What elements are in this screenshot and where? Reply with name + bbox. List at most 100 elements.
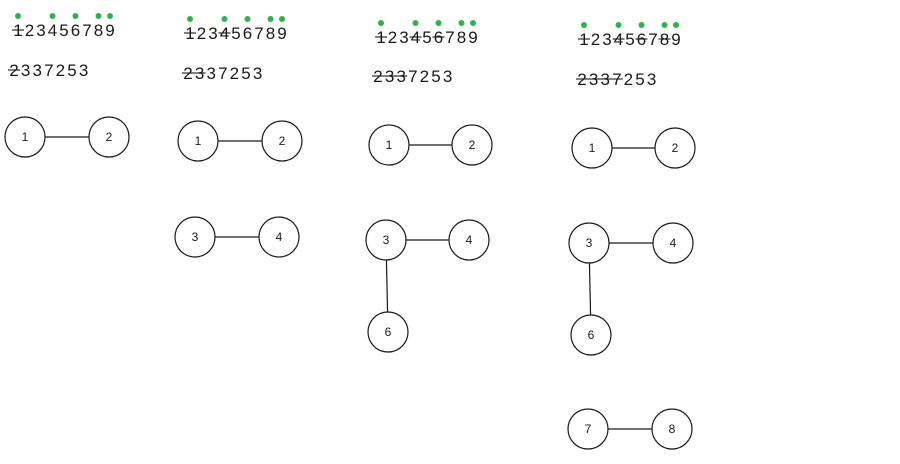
node-label: 6	[385, 325, 392, 339]
tree-node: 1	[177, 120, 219, 162]
sequence-digit: 8	[266, 24, 275, 43]
node-circle	[365, 219, 407, 261]
marked-dot	[49, 13, 56, 19]
tree-node: 2	[261, 120, 303, 162]
sequence-digit: 6	[71, 21, 80, 40]
node-circle	[651, 408, 693, 450]
marked-dot	[221, 16, 228, 22]
node-label: 3	[192, 230, 199, 244]
tree-node: 2	[88, 116, 130, 158]
sequence-digit: 3	[602, 30, 611, 49]
tree-node: 1	[571, 127, 613, 169]
sequence-digit: 5	[422, 28, 431, 47]
tree-node: 3	[365, 219, 407, 261]
node-label: 4	[670, 236, 677, 250]
tree-node: 8	[651, 408, 693, 450]
code-digit: 3	[32, 61, 41, 80]
code-digit: 5	[635, 70, 644, 89]
tree-node: 1	[4, 116, 46, 158]
marked-dot	[279, 16, 285, 22]
node-circle	[88, 116, 130, 158]
sequence-digit: 5	[625, 30, 634, 49]
node-label: 1	[589, 141, 596, 155]
code-digit: 3	[443, 67, 452, 86]
node-label: 2	[279, 134, 286, 148]
tree-node: 2	[654, 127, 696, 169]
node-label: 1	[386, 138, 393, 152]
node-circle	[652, 222, 694, 264]
sequence-digit: 2	[25, 21, 34, 40]
marked-dot	[470, 20, 476, 26]
code-digit: 5	[241, 64, 250, 83]
marked-dot	[435, 20, 442, 26]
marked-dot	[187, 16, 193, 22]
node-circle	[654, 127, 696, 169]
sequence-digit: 7	[445, 28, 454, 47]
marked-dot	[615, 22, 622, 28]
node-circle	[567, 408, 609, 450]
sequence-digit: 8	[94, 21, 103, 40]
tree-node: 4	[448, 219, 490, 261]
sequence-digit: 3	[36, 21, 45, 40]
code-digit: 2	[420, 67, 429, 86]
sequence-digit: 2	[388, 28, 397, 47]
tree-node: 7	[567, 408, 609, 450]
node-circle	[448, 219, 490, 261]
marked-dot	[95, 13, 102, 19]
tree-node: 4	[652, 222, 694, 264]
marked-dot	[661, 22, 668, 28]
code-digit: 7	[44, 61, 53, 80]
node-label: 6	[588, 328, 595, 342]
tree-node: 2	[451, 124, 493, 166]
marked-dot	[107, 13, 113, 19]
node-circle	[451, 124, 493, 166]
node-circle	[368, 124, 410, 166]
node-circle	[174, 216, 216, 258]
code-digit: 3	[647, 70, 656, 89]
code-digit: 2	[624, 70, 633, 89]
node-label: 2	[106, 130, 113, 144]
tree-node: 6	[570, 314, 612, 356]
node-label: 8	[669, 422, 676, 436]
node-label: 1	[195, 134, 202, 148]
marked-dot	[15, 13, 21, 19]
node-label: 4	[276, 230, 283, 244]
tree-node: 1	[368, 124, 410, 166]
node-label: 3	[383, 233, 390, 247]
marked-dot	[378, 20, 384, 26]
marked-dot	[581, 22, 587, 28]
sequence-digit: 7	[648, 30, 657, 49]
sequence-digit: 9	[468, 28, 477, 47]
sequence-digit: 5	[231, 24, 240, 43]
marked-dot	[244, 16, 251, 22]
sequence-digit: 9	[105, 21, 114, 40]
sequence-digit: 5	[59, 21, 68, 40]
code-digit: 3	[79, 61, 88, 80]
node-circle	[568, 222, 610, 264]
code-digit: 3	[253, 64, 262, 83]
code-digit: 7	[218, 64, 227, 83]
sequence-digit: 2	[591, 30, 600, 49]
code-digit: 2	[230, 64, 239, 83]
sequence-digit: 3	[399, 28, 408, 47]
marked-dot	[638, 22, 645, 28]
marked-dot	[458, 20, 465, 26]
sequence-digit: 6	[243, 24, 252, 43]
node-label: 2	[469, 138, 476, 152]
node-label: 3	[586, 236, 593, 250]
marked-dot	[72, 13, 79, 19]
sequence-digit: 3	[208, 24, 217, 43]
code-digit: 3	[21, 61, 30, 80]
sequence-digit: 8	[457, 28, 466, 47]
sequence-digit: 7	[82, 21, 91, 40]
node-circle	[571, 127, 613, 169]
node-label: 1	[22, 130, 29, 144]
code-digit: 2	[56, 61, 65, 80]
sequence-digit: 9	[277, 24, 286, 43]
node-circle	[261, 120, 303, 162]
code-digit: 5	[431, 67, 440, 86]
node-circle	[570, 314, 612, 356]
